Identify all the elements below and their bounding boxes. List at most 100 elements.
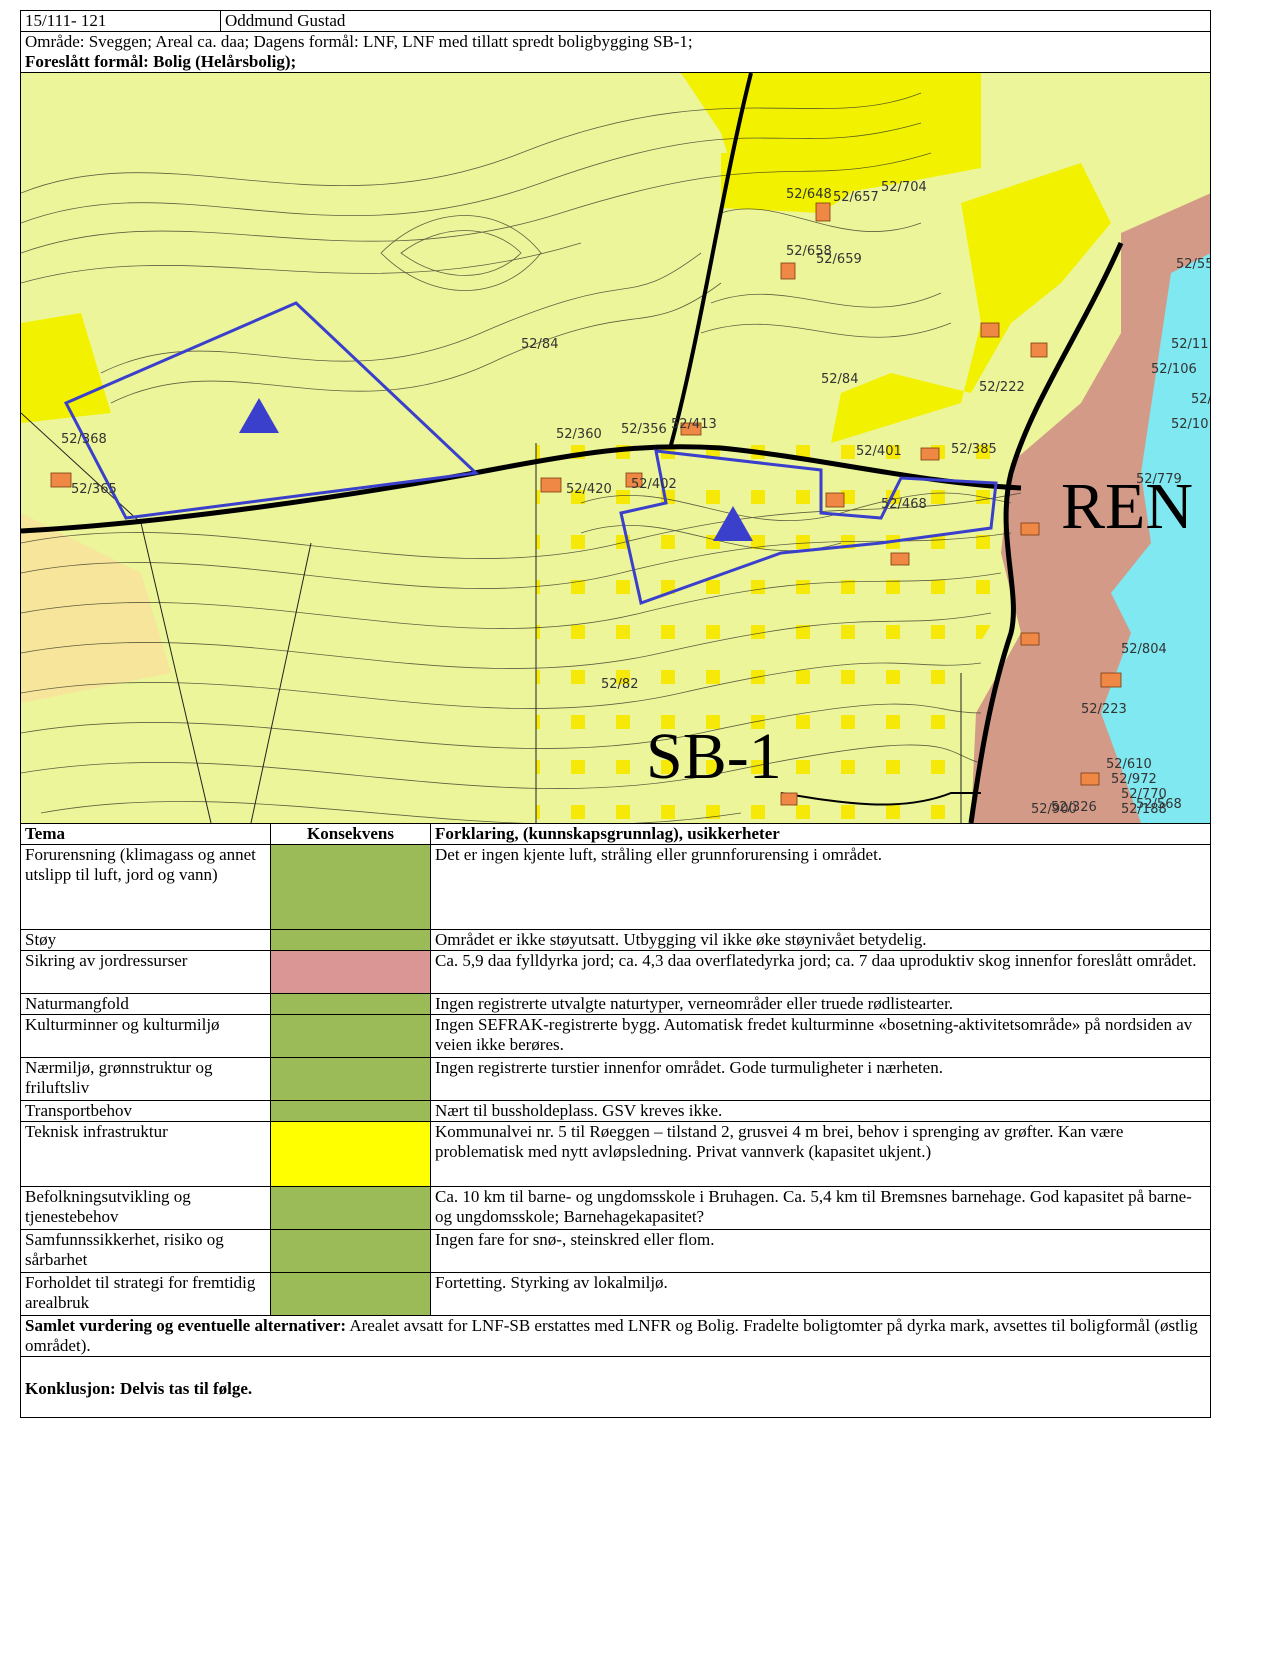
parcel-label: 52/368: [61, 432, 107, 447]
table-row: Kulturminner og kulturmiljø Ingen SEFRAK-…: [20, 1014, 1211, 1058]
document-page: 15/111- 121 Oddmund Gustad Område: Svegg…: [20, 10, 1211, 1418]
parcel-label: 52/554: [1176, 257, 1211, 272]
parcel-label: 52/82: [601, 677, 638, 692]
parcel-label: 52/420: [566, 482, 612, 497]
col-header-forklaring: Forklaring, (kunnskapsgrunnlag), usikker…: [430, 823, 1211, 845]
parcel-label: 52/704: [881, 180, 927, 195]
assessment-table: Tema Konsekvens Forklaring, (kunnskapsgr…: [20, 823, 1211, 1418]
sb1-area: [536, 433, 1021, 823]
bolig-area-north-2: [721, 153, 851, 213]
parcel-label: 52/468: [881, 497, 927, 512]
parcel-label: 52/84: [521, 337, 558, 352]
building: [1030, 342, 1048, 358]
parcel-label: 52/610: [1106, 757, 1152, 772]
parcel-label: 52/972: [1111, 772, 1157, 787]
konsekvens-swatch: [270, 950, 431, 994]
table-row: Forurensning (klimagass og annet utslipp…: [20, 844, 1211, 930]
parcel-label: 52/385: [951, 442, 997, 457]
conclusion-text: Konklusjon: Delvis tas til følge.: [25, 1379, 253, 1398]
parcel-label: 52/659: [816, 252, 862, 267]
forklaring-cell: Ingen registrerte utvalgte naturtyper, v…: [430, 993, 1211, 1015]
conclusion-cell: Konklusjon: Delvis tas til følge.: [20, 1356, 1211, 1418]
water-area: [1101, 253, 1210, 823]
forklaring-cell: Nært til bussholdeplass. GSV kreves ikke…: [430, 1100, 1211, 1122]
building: [540, 477, 562, 493]
forklaring-cell: Ca. 5,9 daa fylldyrka jord; ca. 4,3 daa …: [430, 950, 1211, 994]
konsekvens-swatch: [270, 844, 431, 930]
konsekvens-swatch: [270, 1057, 431, 1101]
parcel-label: 52/222: [979, 380, 1025, 395]
proposed-boundary-west: [63, 301, 480, 520]
building: [780, 792, 798, 806]
local-road: [780, 792, 981, 806]
tema-cell: Befolkningsutvikling og tjenestebehov: [20, 1186, 271, 1230]
building: [50, 472, 72, 488]
proposed-use: Foreslått formål: Bolig (Helårsbolig);: [25, 52, 297, 71]
building: [890, 552, 910, 566]
north-road: [669, 73, 753, 446]
property-id: 15/111- 121: [20, 10, 221, 32]
parcel-label: 52/188: [1121, 802, 1167, 817]
map-svg: 52/64852/65752/70452/65852/65952/8452/84…: [21, 73, 1211, 823]
parcel-label: 52/770: [1121, 787, 1167, 802]
ren-label: REN: [1061, 470, 1193, 543]
buildings: [50, 202, 1122, 806]
parcel-label: 52/900: [1031, 802, 1077, 817]
konsekvens-swatch: [270, 1014, 431, 1058]
forklaring-cell: Ingen fare for snø-, steinskred eller fl…: [430, 1229, 1211, 1273]
konsekvens-swatch: [270, 1186, 431, 1230]
parcel-label: 52/223: [1081, 702, 1127, 717]
parcel-label: 52/779: [1136, 472, 1182, 487]
building: [825, 492, 845, 508]
tema-cell: Støy: [20, 929, 271, 951]
tema-cell: Kulturminner og kulturmiljø: [20, 1014, 271, 1058]
parcel-label: 52/326: [1051, 800, 1097, 815]
parcel-label: 52/10: [1171, 417, 1208, 432]
table-row: Teknisk infrastruktur Kommunalvei nr. 5 t…: [20, 1121, 1211, 1187]
building: [980, 322, 1000, 338]
building: [625, 472, 643, 488]
main-road: [21, 444, 1022, 534]
forklaring-cell: Ingen registrerte turstier innenfor områ…: [430, 1057, 1211, 1101]
building: [815, 202, 831, 222]
parcel-label: 52/360: [556, 427, 602, 442]
konsekvens-swatch: [270, 929, 431, 951]
area-line: Område: Sveggen; Areal ca. daa; Dagens f…: [25, 32, 693, 51]
parcel-label: 52/401: [856, 444, 902, 459]
konsekvens-swatch: [270, 1100, 431, 1122]
parcel-label: 52/106: [1151, 362, 1197, 377]
konsekvens-swatch: [270, 993, 431, 1015]
building: [1080, 772, 1100, 786]
forklaring-cell: Ingen SEFRAK-registrerte bygg. Automatis…: [430, 1014, 1211, 1058]
parcel-label: 52/657: [833, 190, 879, 205]
summary-text: Arealet avsatt for LNF-SB erstattes med …: [25, 1316, 1198, 1355]
col-header-tema: Tema: [20, 823, 271, 845]
parcel-label: 52/402: [631, 477, 677, 492]
building: [920, 447, 940, 461]
tema-cell: Forurensning (klimagass og annet utslipp…: [20, 844, 271, 930]
forest-wedge: [21, 513, 171, 703]
parcel-label: 52/804: [1121, 642, 1167, 657]
location-marker-west: [239, 398, 279, 433]
konsekvens-swatch: [270, 1121, 431, 1187]
owner-name: Oddmund Gustad: [220, 10, 1211, 32]
building: [680, 422, 702, 436]
building: [1020, 522, 1040, 536]
building: [1020, 632, 1040, 646]
forklaring-cell: Kommunalvei nr. 5 til Røeggen – tilstand…: [430, 1121, 1211, 1187]
parcel-label: 52/11: [1171, 337, 1208, 352]
parcel-label: 52/18: [1191, 392, 1211, 407]
parcel-label: 52/648: [786, 187, 832, 202]
tema-cell: Teknisk infrastruktur: [20, 1121, 271, 1187]
sb1-label: SB-1: [646, 720, 782, 793]
parcel-label: 52/413: [671, 417, 717, 432]
konsekvens-swatch: [270, 1272, 431, 1316]
